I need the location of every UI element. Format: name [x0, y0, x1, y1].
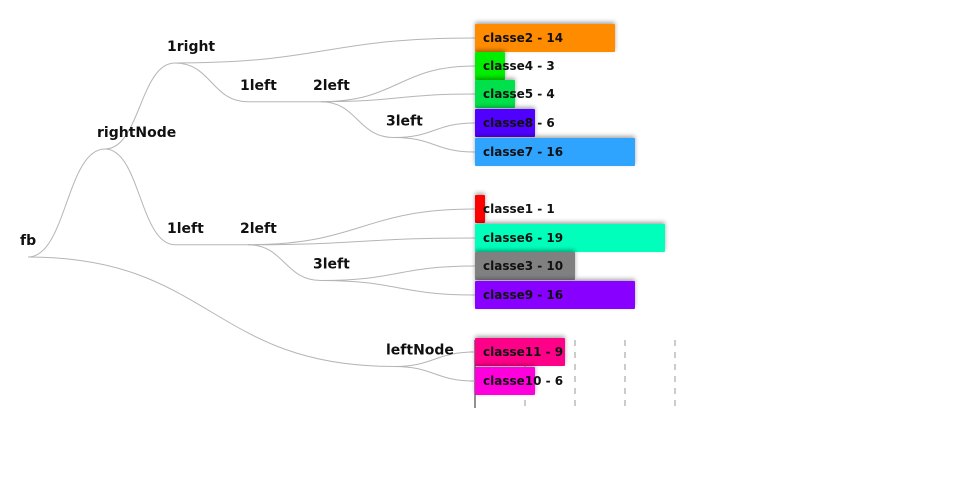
link-fb-rightnode-1right-1left-2left-3left — [320, 101, 395, 138]
link-layer — [27, 37, 476, 382]
link-fb-leftnode-classe10 — [393, 366, 476, 382]
link-fb-leftnode-classe11 — [393, 351, 476, 367]
bar-label-classe2: classe2 - 14 — [483, 31, 563, 45]
link-fb-rightnode-1right-classe2 — [174, 37, 476, 64]
bar-label-classe1: classe1 - 1 — [483, 202, 555, 216]
bar-label-classe6: classe6 - 19 — [483, 231, 563, 245]
node-label-fb-rightnode-1left: 1left — [167, 221, 204, 237]
bar-label-classe11: classe11 - 9 — [483, 345, 563, 359]
bar-classe10 — [475, 367, 535, 395]
bar-classe5 — [475, 80, 515, 108]
link-fb-rightnode — [27, 148, 106, 258]
node-label-fb-rightnode: rightNode — [97, 125, 176, 141]
bar-classe11 — [475, 338, 565, 366]
link-fb-rightnode-1right-1left-2left-classe4 — [320, 65, 476, 103]
bar-label-classe8: classe8 - 6 — [483, 116, 555, 130]
link-fb-rightnode-1left-2left-3left-classe3 — [320, 265, 476, 281]
node-label-fb-rightnode-1right-1left-2left: 2left — [313, 78, 350, 94]
bar-classe4 — [475, 52, 505, 80]
bar-label-classe9: classe9 - 16 — [483, 288, 563, 302]
link-fb-rightnode-1left — [104, 148, 176, 246]
node-label-fb: fb — [20, 233, 36, 249]
bar-classe6 — [475, 224, 665, 252]
bar-classe7 — [475, 138, 635, 166]
bar-label-classe10: classe10 - 6 — [483, 374, 563, 388]
node-label-fb-rightnode-1right-1left: 1left — [240, 78, 277, 94]
link-fb-leftnode — [27, 256, 395, 367]
link-fb-rightnode-1right-1left — [174, 62, 249, 103]
link-fb-rightnode-1right-1left-2left-3left-classe8 — [393, 122, 476, 138]
node-label-fb-leftnode: leftNode — [386, 343, 454, 359]
bar-label-classe4: classe4 - 3 — [483, 59, 555, 73]
link-fb-rightnode-1right-1left-2left-classe5 — [320, 93, 476, 103]
link-fb-rightnode-1left-2left-classe6 — [247, 237, 476, 246]
bar-label-classe3: classe3 - 10 — [483, 259, 563, 273]
bar-classe3 — [475, 252, 575, 280]
bar-classe8 — [475, 109, 535, 137]
bar-classe1 — [475, 195, 485, 223]
bar-label-classe7: classe7 - 16 — [483, 145, 563, 159]
bar-classe2 — [475, 24, 615, 52]
bar-layer — [475, 24, 665, 395]
link-fb-rightnode-1left-2left-classe1 — [247, 208, 476, 246]
link-fb-rightnode-1right-1left-2left-3left-classe7 — [393, 137, 476, 153]
link-fb-rightnode-1left-2left-3left — [247, 244, 322, 281]
node-label-fb-rightnode-1left-2left: 2left — [240, 221, 277, 237]
label-layer: classe2 - 14 classe4 - 3 classe5 - 4 classe… — [20, 31, 563, 388]
bar-classe9 — [475, 281, 635, 309]
link-fb-rightnode-1right — [104, 62, 176, 150]
node-label-fb-rightnode-1right-1left-2left-3left: 3left — [386, 114, 423, 130]
bar-label-classe5: classe5 - 4 — [483, 87, 555, 101]
link-fb-rightnode-1left-2left-3left-classe9 — [320, 280, 476, 296]
node-label-fb-rightnode-1right: 1right — [167, 39, 215, 55]
node-label-fb-rightnode-1left-2left-3left: 3left — [313, 257, 350, 273]
